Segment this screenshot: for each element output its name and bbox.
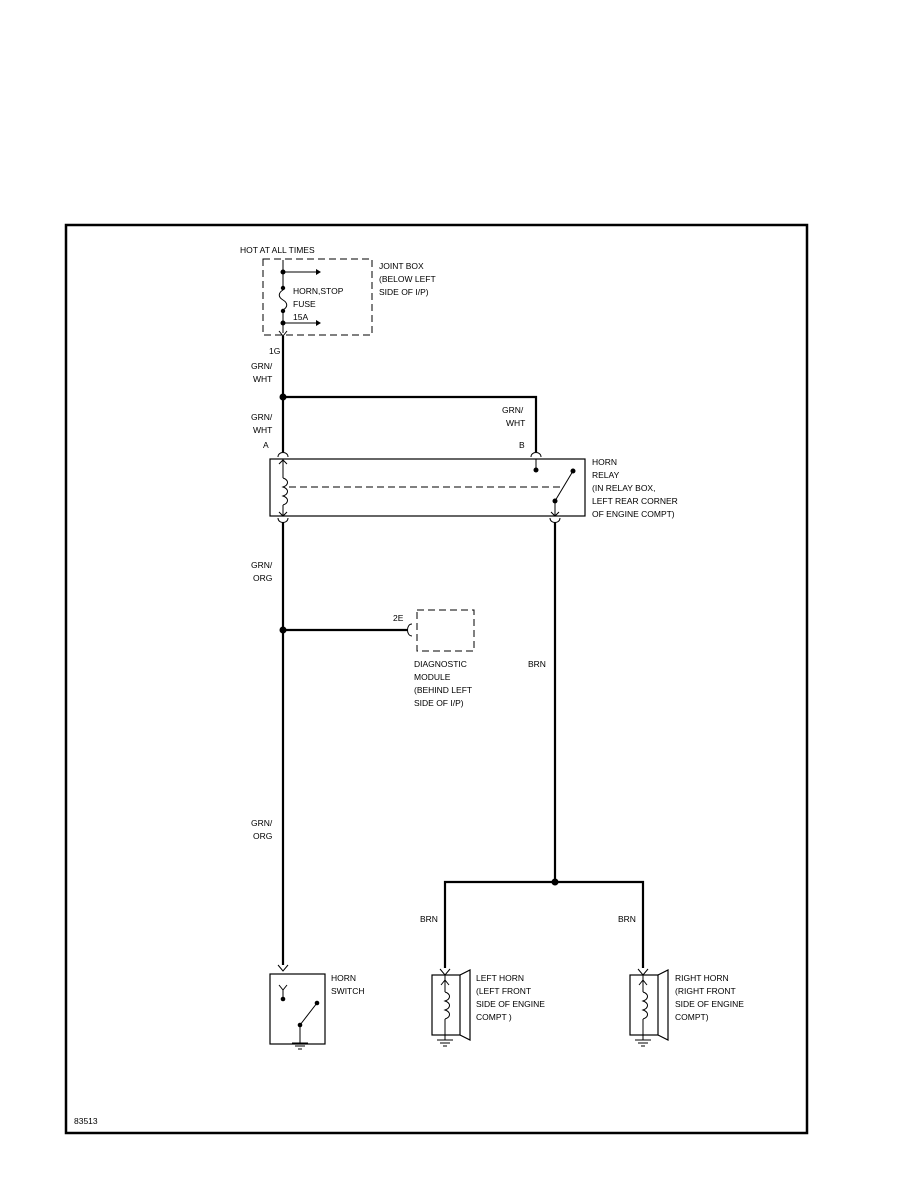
- wire-label-grn-wht-1b: WHT: [253, 374, 272, 384]
- relay-switch-arm-icon: [554, 470, 574, 502]
- joint-box-outline: [262, 258, 373, 336]
- relay-label-line-4: LEFT REAR CORNER: [592, 496, 678, 506]
- right-horn-bell-icon: [657, 969, 669, 1041]
- hot-at-all-times-label: HOT AT ALL TIMES: [240, 245, 315, 255]
- horn-switch-label-line-2: SWITCH: [331, 986, 365, 996]
- relay-label-line-1: HORN: [592, 457, 617, 467]
- diagnostic-module: 2E DIAGNOSTIC MODULE (BEHIND LEFT SIDE O…: [393, 609, 475, 708]
- fuse-label-line-1: HORN,STOP: [293, 286, 344, 296]
- left-horn-bell-icon: [459, 969, 471, 1041]
- wire-label-grn-org-1b: ORG: [253, 573, 272, 583]
- diagnostic-label-line-1: DIAGNOSTIC: [414, 659, 467, 669]
- right-horn-connector-icon: [637, 968, 649, 976]
- diagnostic-module-outline: [416, 609, 475, 652]
- left-horn-label-line-4: COMPT ): [476, 1012, 512, 1022]
- right-horn-label-line-1: RIGHT HORN: [675, 973, 729, 983]
- wire-label-brn-left: BRN: [420, 914, 438, 924]
- left-horn-label-line-1: LEFT HORN: [476, 973, 524, 983]
- diagram-frame: [64, 223, 809, 1135]
- diagnostic-label-line-3: (BEHIND LEFT: [414, 685, 472, 695]
- left-horn-arrow-icon: [440, 979, 450, 986]
- left-horn-coil-icon: [443, 991, 450, 1020]
- relay-pin-a-label: A: [263, 440, 269, 450]
- bus-top-node: [280, 269, 286, 275]
- wire-label-grn-wht-3b: WHT: [506, 418, 525, 428]
- horn-switch: HORN SWITCH: [269, 964, 365, 1050]
- diagnostic-connector-icon: [407, 623, 413, 637]
- joint-box-label-line-2: (BELOW LEFT: [379, 274, 436, 284]
- relay-pin-b-connector-icon: [530, 452, 542, 458]
- left-horn-body: [431, 974, 461, 1036]
- joint-box-label-line-1: JOINT BOX: [379, 261, 424, 271]
- relay-bottom-a-connector-icon: [277, 517, 289, 523]
- right-horn-arrow-icon: [638, 979, 648, 986]
- figure-id: 83513: [74, 1116, 98, 1126]
- horn-switch-arrow-icon: [278, 984, 288, 991]
- wire-label-brn-right: BRN: [618, 914, 636, 924]
- connector-1g-label: 1G: [269, 346, 280, 356]
- left-horn-label-line-2: (LEFT FRONT: [476, 986, 531, 996]
- wire-label-grn-wht-2b: WHT: [253, 425, 272, 435]
- joint-box: HOT AT ALL TIMES JOINT BOX (BELOW LEFT S…: [240, 245, 436, 356]
- horn-switch-label-line-1: HORN: [331, 973, 356, 983]
- wire-grn-wht-to-relay-b: [283, 395, 538, 452]
- wire-label-grn-wht-1a: GRN/: [251, 361, 273, 371]
- relay-contact-fixed: [533, 467, 539, 473]
- horn-switch-contact-fixed: [280, 996, 286, 1002]
- fuse-label-line-2: FUSE: [293, 299, 316, 309]
- wire-label-brn-main: BRN: [528, 659, 546, 669]
- relay-coil-icon: [281, 477, 288, 506]
- relay-label-line-2: RELAY: [592, 470, 620, 480]
- wire-label-grn-wht-3a: GRN/: [502, 405, 524, 415]
- wire-label-grn-org-2a: GRN/: [251, 818, 273, 828]
- bus-bottom-node: [280, 320, 286, 326]
- right-horn-coil-icon: [641, 991, 648, 1020]
- wire-brn-to-horns: [443, 880, 645, 968]
- left-horn: LEFT HORN (LEFT FRONT SIDE OF ENGINE COM…: [431, 968, 545, 1047]
- relay-body: [269, 458, 586, 517]
- joint-box-label-line-3: SIDE OF I/P): [379, 287, 429, 297]
- right-horn: RIGHT HORN (RIGHT FRONT SIDE OF ENGINE C…: [629, 968, 744, 1047]
- right-horn-label-line-2: (RIGHT FRONT: [675, 986, 736, 996]
- diagnostic-label-line-2: MODULE: [414, 672, 451, 682]
- relay-coil-arrow-icon: [278, 459, 288, 465]
- right-horn-label-line-3: SIDE OF ENGINE: [675, 999, 744, 1009]
- relay-label-line-3: (IN RELAY BOX,: [592, 483, 655, 493]
- diagnostic-pin-label: 2E: [393, 613, 404, 623]
- relay-coil-arrow-bottom-icon: [278, 511, 288, 517]
- wire-label-grn-org-2b: ORG: [253, 831, 272, 841]
- relay-out-arrow-icon: [550, 511, 560, 517]
- bus-arrow-bottom-icon: [316, 320, 321, 326]
- relay-pin-b-label: B: [519, 440, 525, 450]
- bus-arrow-top-icon: [316, 269, 321, 275]
- wire-label-grn-wht-2a: GRN/: [251, 412, 273, 422]
- left-horn-connector-icon: [439, 968, 451, 976]
- horn-switch-arm-icon: [299, 1002, 318, 1026]
- diagnostic-label-line-4: SIDE OF I/P): [414, 698, 464, 708]
- relay-label-line-5: OF ENGINE COMPT): [592, 509, 675, 519]
- left-horn-label-line-3: SIDE OF ENGINE: [476, 999, 545, 1009]
- wire-label-grn-org-1a: GRN/: [251, 560, 273, 570]
- fuse-top-node: [280, 285, 286, 291]
- horn-switch-connector-icon: [277, 964, 289, 972]
- right-horn-body: [629, 974, 659, 1036]
- fuse-label-line-3: 15A: [293, 312, 308, 322]
- relay-bottom-b-connector-icon: [549, 517, 561, 523]
- horn-relay: A B HORN RELAY (IN RELAY BOX, LEFT REAR …: [263, 440, 678, 523]
- relay-pin-a-connector-icon: [277, 452, 289, 458]
- fuse-icon: [278, 289, 288, 311]
- horn-switch-body: [269, 973, 326, 1045]
- right-horn-label-line-4: COMPT): [675, 1012, 709, 1022]
